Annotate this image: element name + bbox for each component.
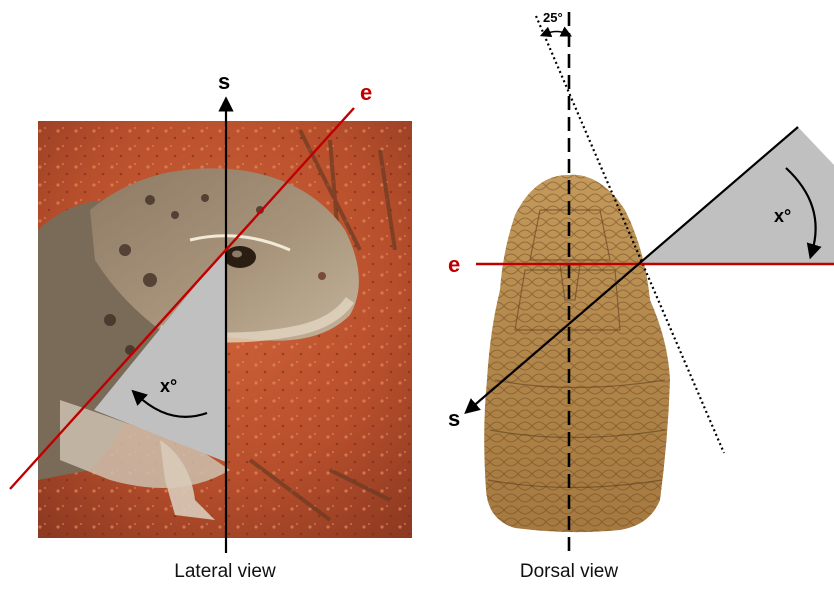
lateral-angle-label: x° [160, 376, 177, 396]
dorsal-caption: Dorsal view [459, 561, 679, 583]
lateral-e-label: e [360, 80, 372, 105]
dorsal-s-label: s [448, 406, 460, 431]
dorsal-tilt-label: 25° [543, 10, 563, 25]
dorsal-photo [484, 175, 670, 532]
dorsal-e-label: e [448, 252, 460, 277]
dorsal-angle-label: x° [774, 206, 791, 226]
lateral-s-label: s [218, 69, 230, 94]
dorsal-tilt-arc-icon [545, 32, 567, 35]
dorsal-angle-wedge [638, 127, 834, 264]
lateral-caption: Lateral view [115, 561, 335, 583]
